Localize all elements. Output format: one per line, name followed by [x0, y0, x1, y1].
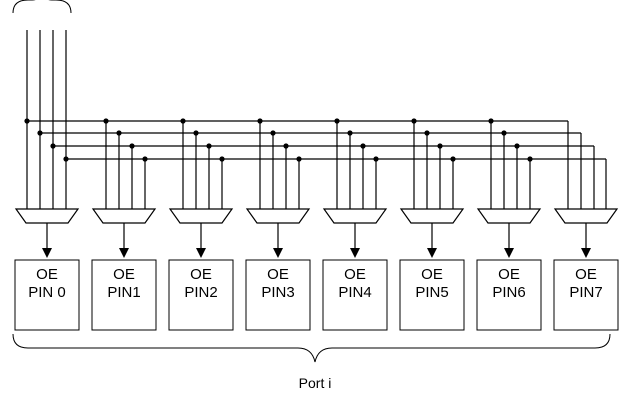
bus-tap-dot-4-0 — [334, 118, 340, 124]
bus-tap-dot-4-2 — [360, 143, 366, 149]
pin-cell-oe-label: OE — [36, 266, 58, 283]
pin-cell-box — [553, 259, 619, 331]
arrow-head — [427, 248, 437, 258]
top-brace — [12, 0, 72, 14]
mux-trapezoid — [399, 208, 465, 224]
bus-tap-dot-6-2 — [514, 143, 520, 149]
pin-cell-oe-label: OE — [498, 266, 520, 283]
bus-tap-dot-4-3 — [373, 156, 379, 162]
bus-tap-dot-2-1 — [193, 130, 199, 136]
bus-tap-dot-5-3 — [450, 156, 456, 162]
bus-tap-dot-2-0 — [180, 118, 186, 124]
pin-cell-box — [91, 259, 157, 331]
bus-tap-dot-3-3 — [296, 156, 302, 162]
bus-tap-dot-5-2 — [437, 143, 443, 149]
bus-tap-dot-1-2 — [129, 143, 135, 149]
pin-cell-oe-label: OE — [113, 266, 135, 283]
bus-tap-dot-0-3 — [63, 156, 69, 162]
mux-trapezoid — [91, 208, 157, 224]
arrow-head — [42, 248, 52, 258]
arrow-head — [119, 248, 129, 258]
arrow-head — [581, 248, 591, 258]
bus-tap-dot-6-1 — [501, 130, 507, 136]
arrow-head — [273, 248, 283, 258]
mux-trapezoid — [476, 208, 542, 224]
pin-cell-box — [14, 259, 80, 331]
bus-tap-dot-3-0 — [257, 118, 263, 124]
pin-cell-box — [399, 259, 465, 331]
pin-cell-oe-label: OE — [575, 266, 597, 283]
bus-tap-dot-2-2 — [206, 143, 212, 149]
pin-cell-pin-label: PIN2 — [184, 284, 217, 301]
bus-tap-dot-4-1 — [347, 130, 353, 136]
bus-tap-dot-5-1 — [424, 130, 430, 136]
bus-tap-dot-3-2 — [283, 143, 289, 149]
signal-wires — [24, 30, 607, 209]
pin-cell-oe-label: OE — [344, 266, 366, 283]
mux-trapezoid — [245, 208, 311, 224]
port-label: Port i — [299, 375, 332, 391]
pin-cell-oe-label: OE — [190, 266, 212, 283]
arrow-head — [196, 248, 206, 258]
pin-cell-pin-label: PIN6 — [492, 284, 525, 301]
mux-trapezoid — [553, 208, 619, 224]
bus-tap-dot-1-0 — [103, 118, 109, 124]
bus-tap-dot-6-3 — [527, 156, 533, 162]
bus-tap-dot-1-3 — [142, 156, 148, 162]
port-brace — [12, 333, 611, 363]
bus-tap-dot-0-0 — [24, 118, 30, 124]
pin-cell-box — [168, 259, 234, 331]
pin-cell-pin-label: PIN7 — [569, 284, 602, 301]
bus-tap-dot-2-3 — [219, 156, 225, 162]
pin-cell-pin-label: PIN4 — [338, 284, 371, 301]
pin-cell-box — [322, 259, 388, 331]
pin-cell-pin-label: PIN 0 — [28, 284, 66, 301]
bus-tap-dot-6-0 — [488, 118, 494, 124]
mux-trapezoid — [322, 208, 388, 224]
arrow-head — [350, 248, 360, 258]
pin-cell-oe-label: OE — [421, 266, 443, 283]
arrow-head — [504, 248, 514, 258]
pin-cell-pin-label: PIN3 — [261, 284, 294, 301]
bus-tap-dot-0-1 — [37, 130, 43, 136]
mux-trapezoid — [168, 208, 234, 224]
mux-trapezoid — [14, 208, 80, 224]
pin-cell-pin-label: PIN5 — [415, 284, 448, 301]
pin-cell-pin-label: PIN1 — [107, 284, 140, 301]
pin-cell-box — [245, 259, 311, 331]
pin-cell-box — [476, 259, 542, 331]
bus-tap-dot-5-0 — [411, 118, 417, 124]
bus-tap-dot-3-1 — [270, 130, 276, 136]
bus-tap-dot-1-1 — [116, 130, 122, 136]
bus-tap-dot-0-2 — [50, 143, 56, 149]
pin-cell-oe-label: OE — [267, 266, 289, 283]
